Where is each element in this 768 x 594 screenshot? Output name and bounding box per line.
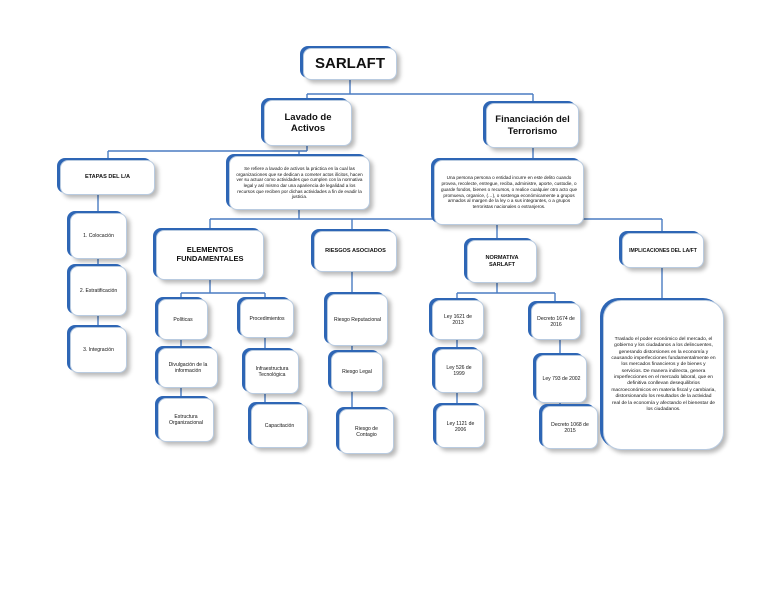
riesgos-asociados-node: RIESGOS ASOCIADOS <box>314 231 397 272</box>
ley-label: Ley 1621 de 2013 <box>443 314 473 326</box>
ley-1621-node: Ley 1621 de 2013 <box>432 300 484 340</box>
capacitacion-node: Capacitación <box>251 404 308 448</box>
riesgo-label: Riesgo Legal <box>342 369 372 375</box>
etapas-node: ETAPAS DEL L/A <box>60 160 155 195</box>
etapa-integracion-node: 3. Integración <box>70 327 127 373</box>
etapa-estratificacion-node: 2. Estratificación <box>70 266 127 316</box>
etapas-label: ETAPAS DEL L/A <box>84 174 131 181</box>
estructura-label: Estructura Organizacional <box>169 414 203 426</box>
lavado-definition-text: Se refiere a lavado de activos la prácti… <box>236 165 363 200</box>
estructura-organizacional-node: Estructura Organizacional <box>158 398 214 442</box>
procedimientos-label: Procedimientos <box>249 315 285 322</box>
financiacion-terrorismo-node: Financiación del Terrorismo <box>486 103 579 148</box>
financiacion-definition-node: Una persona persona o entidad incurre en… <box>434 160 584 225</box>
ley-1121-node: Ley 1121 de 2006 <box>436 405 485 448</box>
ley-526-node: Ley 526 de 1999 <box>435 349 483 393</box>
infraestructura-label: Infraestructura Tecnológica <box>255 366 289 378</box>
riesgo-contagio-node: Riesgo de Contagio <box>339 409 394 454</box>
decreto-label: Decreto 1068 de 2015 <box>551 421 589 434</box>
riesgo-label: Riesgo Reputacional <box>333 317 381 323</box>
divulgacion-label: Divulgación de la información <box>168 362 208 374</box>
decreto-1068-node: Decreto 1068 de 2015 <box>542 406 598 449</box>
normativa-sarlaft-node: NORMATIVA SARLAFT <box>467 240 537 283</box>
elementos-label: ELEMENTOS FUNDAMENTALES <box>176 245 244 263</box>
lavado-activos-node: Lavado de Activos <box>264 100 352 146</box>
capacitacion-label: Capacitación <box>264 423 295 429</box>
decreto-label: Ley 793 de 2002 <box>542 376 581 382</box>
implicaciones-label: IMPLICACIONES DEL LA/FT <box>629 247 697 254</box>
implicaciones-node: IMPLICACIONES DEL LA/FT <box>622 233 704 268</box>
procedimientos-node: Procedimientos <box>240 299 294 338</box>
decreto-label: Decreto 1674 de 2016 <box>537 315 575 328</box>
root-sarlaft-node: SARLAFT <box>303 48 397 80</box>
elementos-fundamentales-node: ELEMENTOS FUNDAMENTALES <box>156 230 264 280</box>
politicas-label: Políticas <box>173 316 193 323</box>
decreto-1674-node: Decreto 1674 de 2016 <box>531 303 581 340</box>
implicaciones-detail-node: Traslado el poder económico del mercado,… <box>603 300 724 450</box>
root-label: SARLAFT <box>315 55 385 73</box>
infraestructura-tecnologica-node: Infraestructura Tecnológica <box>245 350 299 394</box>
etapa-label: 3. Integración <box>83 347 114 353</box>
riesgo-label: Riesgo de Contagio <box>355 425 378 438</box>
lavado-label: Lavado de Activos <box>284 111 332 134</box>
riesgo-reputacional-node: Riesgo Reputacional <box>327 294 388 346</box>
ley-label: Ley 526 de 1999 <box>446 365 472 377</box>
normativa-label: NORMATIVA SARLAFT <box>485 254 519 268</box>
ley-793-node: Ley 793 de 2002 <box>536 355 587 403</box>
ley-label: Ley 1121 de 2006 <box>446 420 475 433</box>
politicas-node: Políticas <box>158 299 208 340</box>
etapa-label: 2. Estratificación <box>79 288 118 294</box>
implicaciones-text: Traslado el poder económico del mercado,… <box>611 336 716 412</box>
lavado-definition-node: Se refiere a lavado de activos la prácti… <box>229 156 370 210</box>
financiacion-label: Financiación del Terrorismo <box>495 114 570 137</box>
etapa-colocacion-node: 1. Colocación <box>70 213 127 259</box>
riesgo-legal-node: Riesgo Legal <box>331 352 383 392</box>
divulgacion-informacion-node: Divulgación de la información <box>158 348 218 388</box>
financiacion-definition-text: Una persona persona o entidad incurre en… <box>440 175 578 209</box>
etapa-label: 1. Colocación <box>83 233 114 239</box>
riesgos-label: RIESGOS ASOCIADOS <box>325 248 386 255</box>
